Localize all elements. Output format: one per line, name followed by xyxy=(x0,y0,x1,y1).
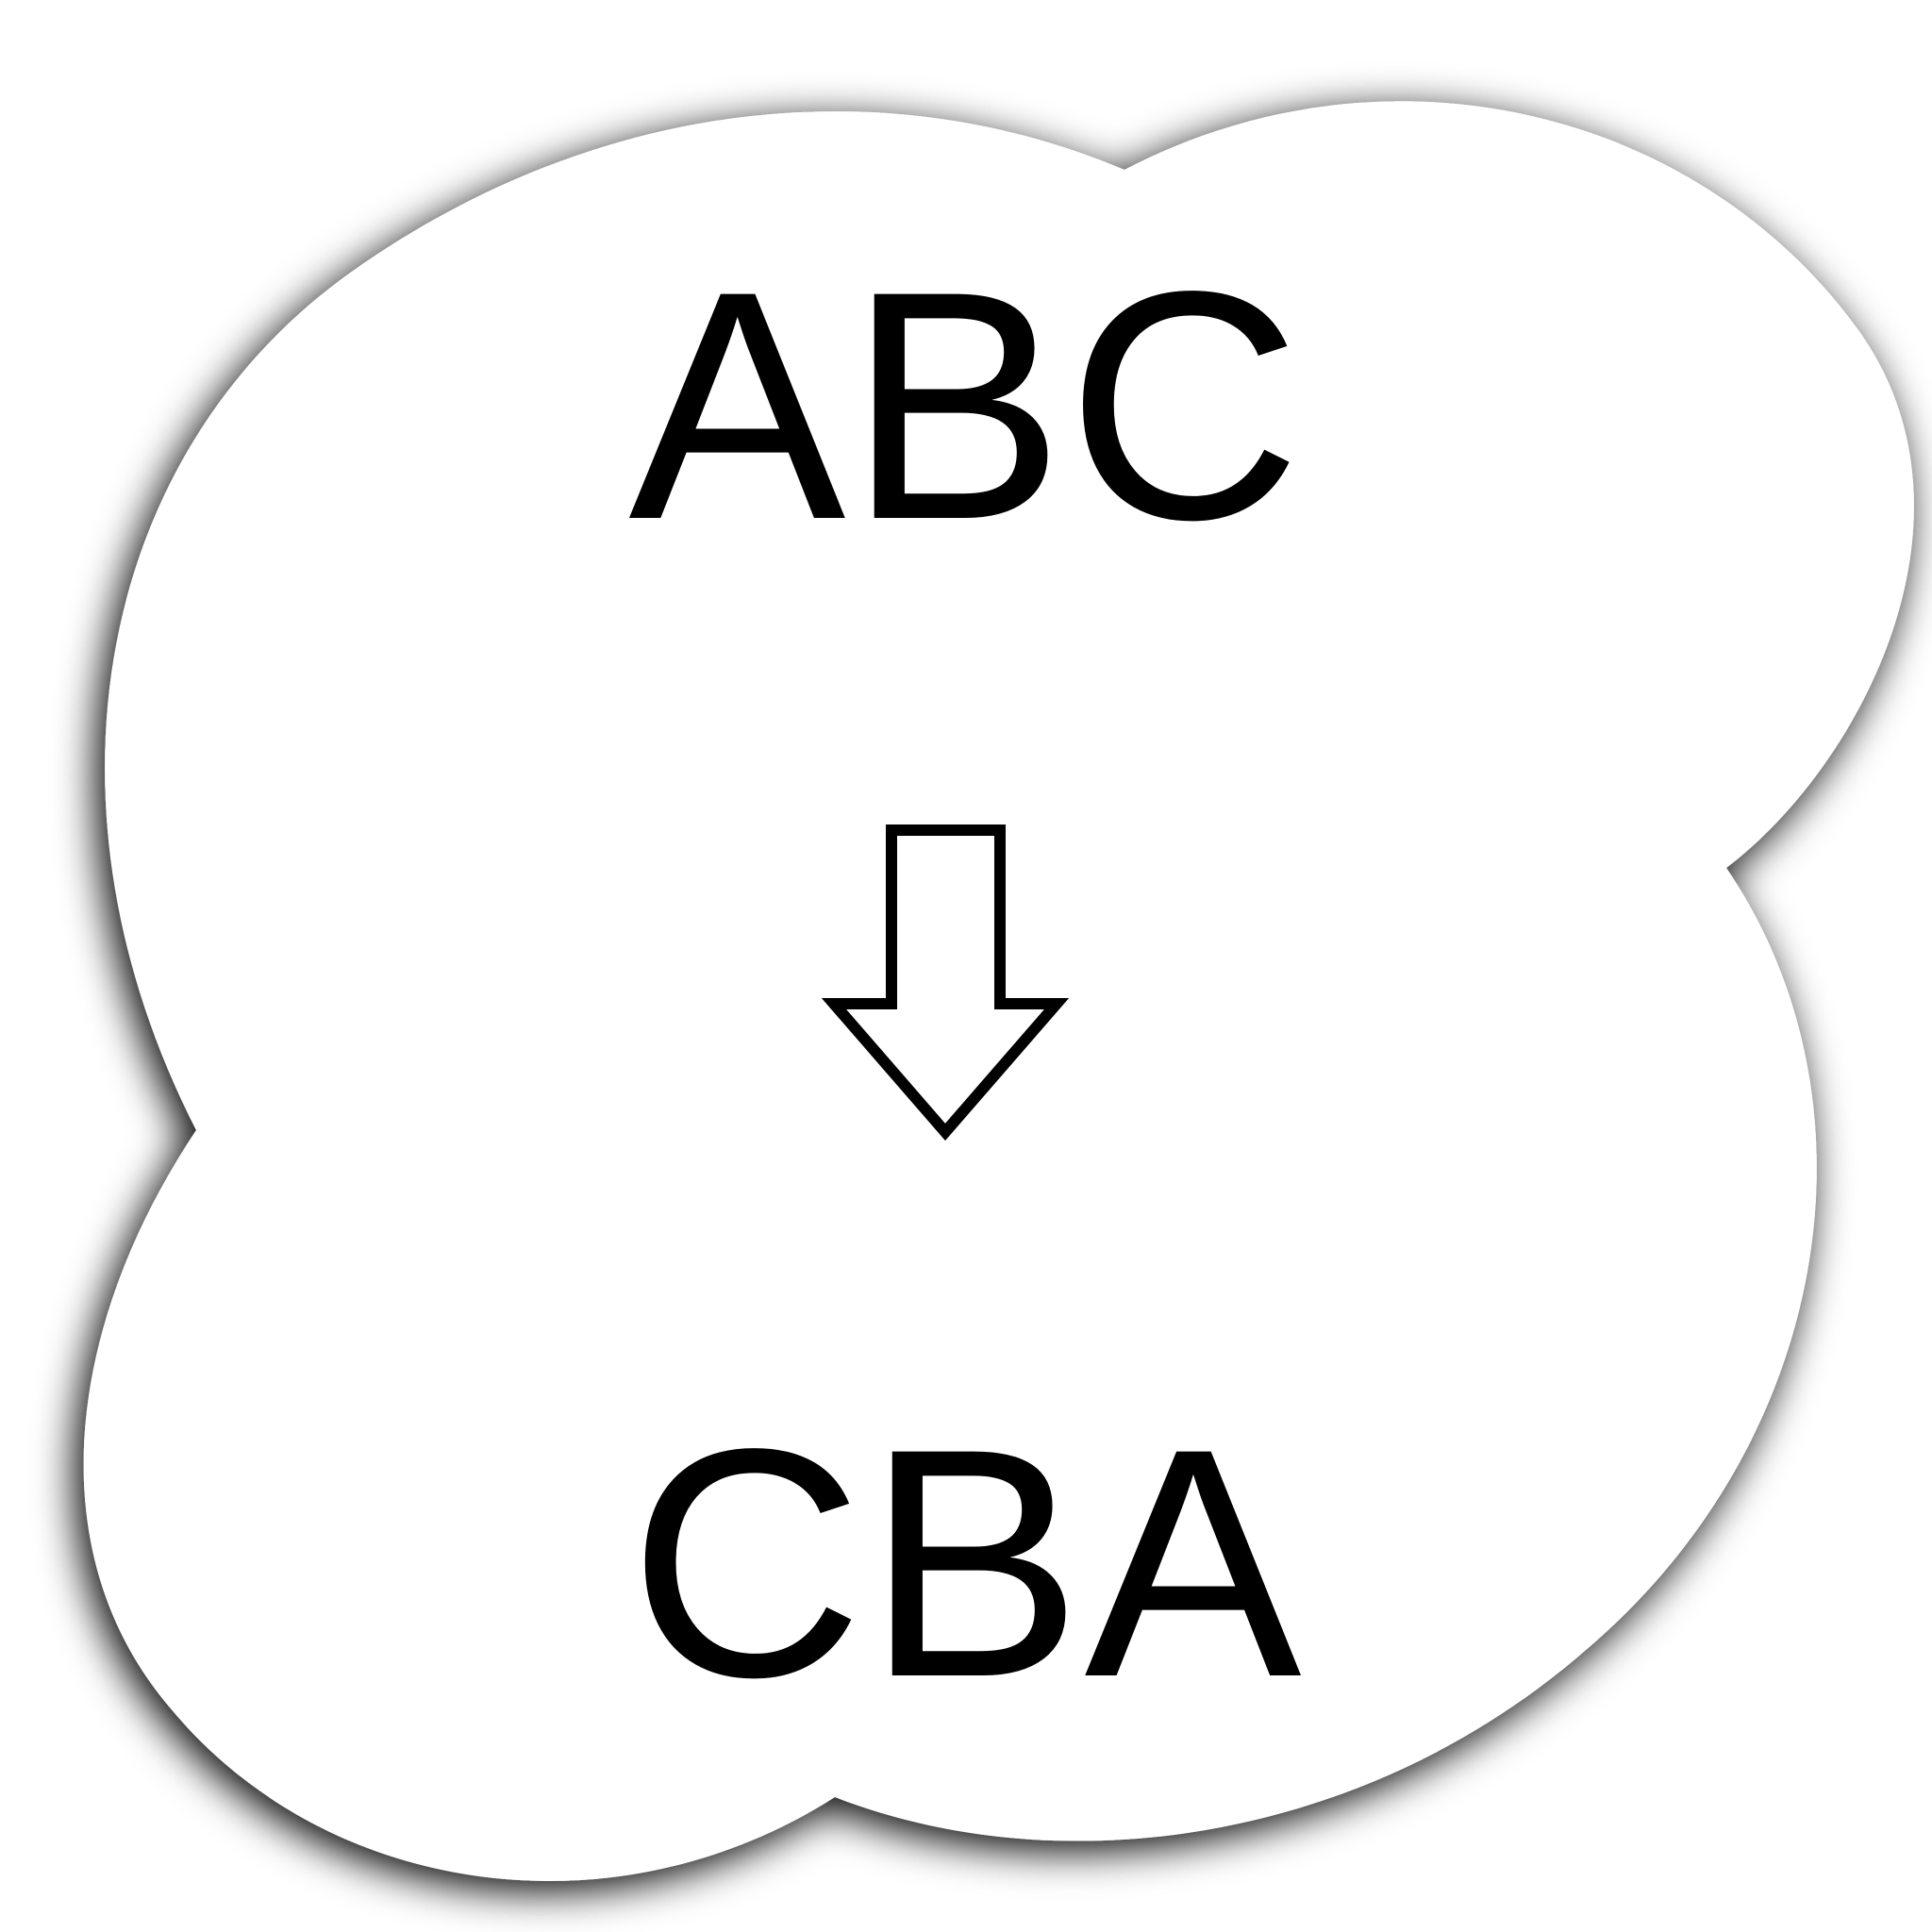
hollow-down-arrow-icon xyxy=(821,824,1070,1141)
top-text: ABC xyxy=(628,225,1304,588)
bottom-text: CBA xyxy=(628,1382,1304,1745)
